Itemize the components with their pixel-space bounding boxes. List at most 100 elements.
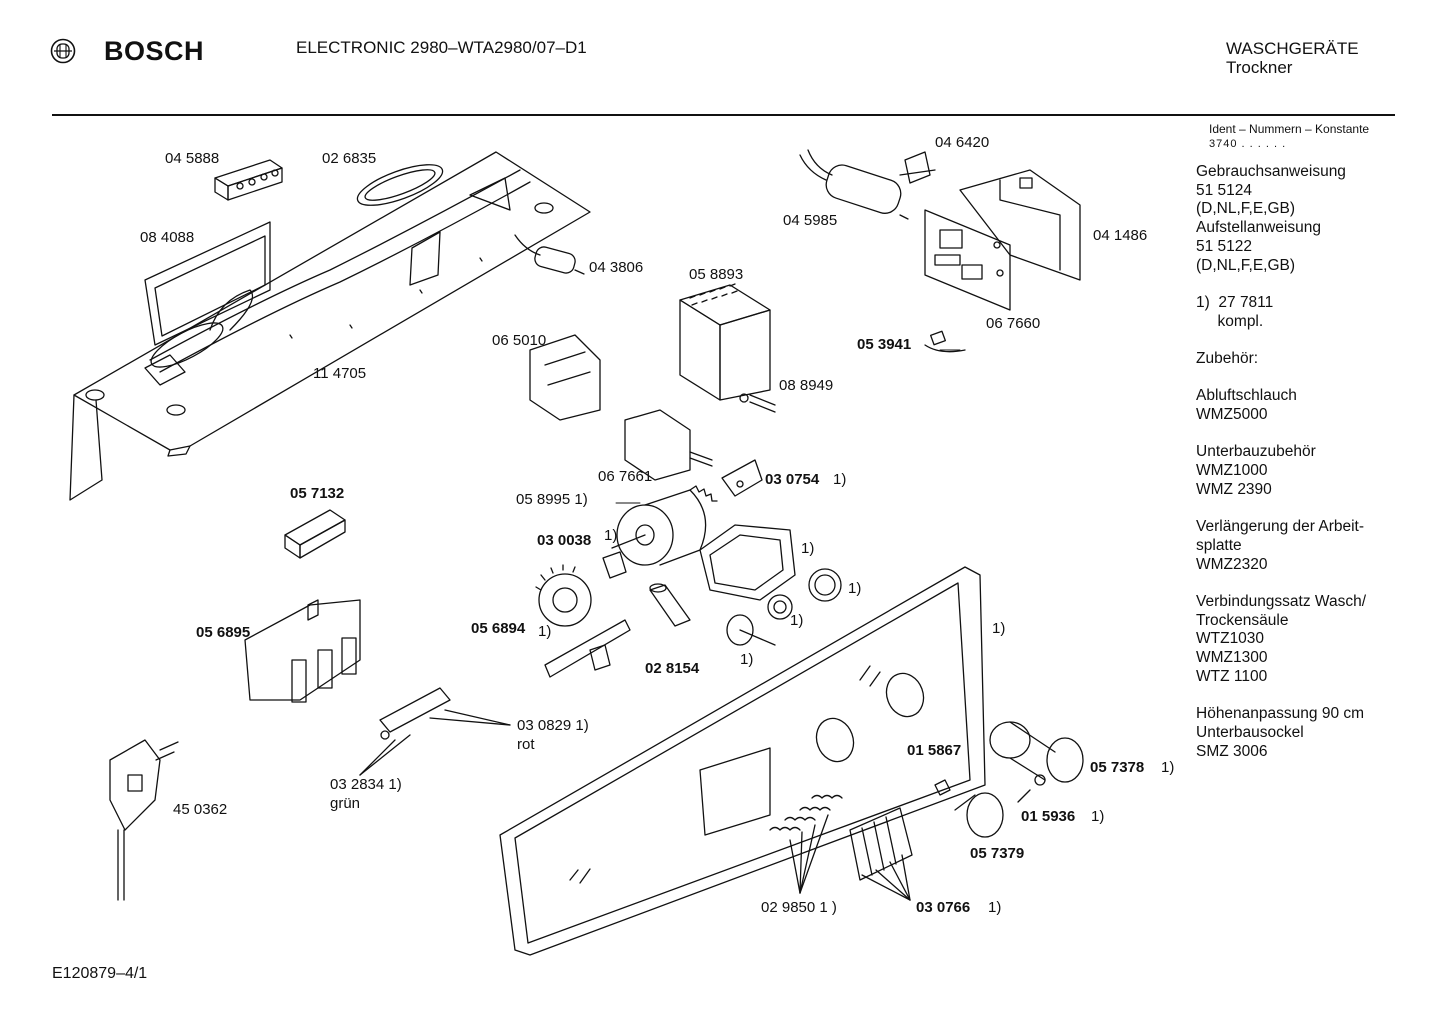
part-number-label: 02 6835 — [322, 150, 377, 167]
push-buttons — [769, 794, 913, 901]
part-number-label: 02 8154 — [645, 660, 700, 677]
side-note-line: 51 5124 — [1196, 181, 1253, 199]
part-number-label: 03 0766 — [916, 899, 971, 916]
part-number-label: 01 5867 — [907, 742, 962, 759]
back-plate — [144, 221, 271, 346]
side-note-line: (D,NL,F,E,GB) — [1196, 200, 1296, 218]
part-number-label: 02 9850 1 ) — [761, 899, 837, 916]
side-note-line: SMZ 3006 — [1196, 742, 1268, 760]
part-number-label: 05 8995 1) — [516, 491, 588, 508]
subcategory-title: Trockner — [1226, 58, 1293, 77]
side-note-line: Aufstellanweisung — [1196, 219, 1321, 237]
part-number-label: 1) — [538, 623, 552, 640]
side-note-line — [1196, 425, 1366, 444]
part-number-label: 05 7378 — [1090, 759, 1145, 776]
part-number-label: 04 6420 — [935, 134, 990, 151]
part-number-label: 1) — [992, 620, 1006, 637]
part-number-label: 01 5936 — [1021, 808, 1076, 825]
brand-name: BOSCH — [104, 36, 205, 66]
part-number-label: 06 5010 — [492, 332, 547, 349]
control-panel-body — [69, 151, 591, 501]
side-note-line: WMZ1300 — [1196, 649, 1268, 667]
side-note-line: WMZ 2390 — [1196, 480, 1272, 498]
side-note-line: WTZ1030 — [1196, 630, 1265, 648]
side-note-line — [1196, 574, 1366, 593]
side-note-line — [1196, 687, 1366, 706]
motor-bracket — [699, 524, 796, 601]
part-number-label: 05 3941 — [857, 336, 912, 353]
part-number-label: 11 4705 — [313, 365, 367, 382]
part-number-label: 08 8949 — [779, 377, 834, 394]
electronic-module — [924, 169, 1081, 311]
side-note-line: Verlängerung der Arbeit- — [1196, 518, 1365, 536]
bosch-armature-icon — [50, 38, 76, 64]
part-number-label: 03 0754 — [765, 471, 820, 488]
side-note-line: WMZ1000 — [1196, 462, 1268, 480]
side-note-line: WTZ 1100 — [1196, 667, 1268, 685]
part-number-label: grün — [330, 795, 361, 812]
leader-lines — [615, 349, 961, 504]
side-note-line: Unterbausockel — [1196, 723, 1304, 741]
side-note-line: splatte — [1196, 536, 1242, 554]
side-note-line: Abluftschlauch — [1196, 387, 1297, 405]
part-number-label: 08 4088 — [140, 229, 195, 246]
side-note-line: kompl. — [1196, 312, 1264, 330]
gear-set — [535, 564, 842, 646]
drive-shaft — [649, 583, 691, 627]
side-note-line: 1) 27 7811 — [1196, 293, 1274, 311]
part-number-label: 03 0829 1) — [517, 717, 589, 734]
timer-motor — [611, 485, 718, 566]
side-note-line — [1196, 369, 1366, 388]
part-number-label: 03 0038 — [537, 532, 592, 549]
part-number-label: 1) — [740, 651, 754, 668]
seal-ring — [356, 164, 444, 206]
connector-block — [214, 159, 283, 201]
part-number-label: 04 5888 — [165, 150, 220, 167]
program-timer — [679, 283, 776, 413]
side-note-line: Trockensäule — [1196, 611, 1289, 629]
suppressor-capacitor — [799, 149, 909, 220]
front-fascia — [499, 566, 986, 956]
header-divider — [52, 114, 1395, 116]
side-note-line: Höhenanpassung 90 cm — [1196, 705, 1365, 723]
category-title: WASCHGERÄTE — [1226, 39, 1359, 58]
sensor-cable — [924, 330, 966, 353]
side-note-line: WMZ2320 — [1196, 555, 1268, 573]
model-title: ELECTRONIC 2980–WTA2980/07–D1 — [296, 38, 587, 57]
part-number-label: 04 1486 — [1093, 227, 1148, 244]
side-note-line — [1196, 500, 1366, 519]
part-number-label: 05 8893 — [689, 266, 744, 283]
slider-bar — [544, 619, 631, 678]
part-number-label: 1) — [848, 580, 862, 597]
side-note-line: Unterbauzubehör — [1196, 443, 1316, 461]
part-number-label: 05 7132 — [290, 485, 345, 502]
part-number-label: 05 6895 — [196, 624, 251, 641]
part-number-label: 1) — [790, 612, 804, 629]
side-note-line: (D,NL,F,E,GB) — [1196, 256, 1296, 274]
small-clip — [602, 551, 627, 579]
part-number-label: 06 7661 — [598, 468, 653, 485]
side-note-line: Zubehör: — [1196, 350, 1259, 367]
part-number-label: 1) — [833, 471, 847, 488]
rotary-switch — [624, 409, 713, 481]
part-number-label: 1) — [1091, 808, 1105, 825]
drawing-code: E120879–4/1 — [52, 965, 148, 982]
terminal-clip — [899, 151, 936, 184]
indicator-lamps — [359, 687, 511, 776]
side-note-line: Gebrauchsanweisung — [1196, 163, 1346, 180]
part-number-label: 1) — [604, 527, 618, 544]
part-number-label: 05 6894 — [471, 620, 526, 637]
part-number-label: 1) — [988, 899, 1002, 916]
control-knobs — [934, 721, 1084, 838]
part-number-label: 45 0362 — [173, 801, 228, 818]
mains-plug — [109, 739, 179, 901]
part-number-label: 05 7379 — [970, 845, 1025, 862]
side-note-line: WMZ5000 — [1196, 406, 1268, 424]
ident-title: Ident – Nummern – Konstante — [1209, 122, 1370, 136]
lamp-holder — [244, 599, 361, 703]
part-number-label: 1) — [801, 540, 815, 557]
contact-strip — [284, 509, 346, 559]
side-note-line: 51 5122 — [1196, 237, 1253, 255]
